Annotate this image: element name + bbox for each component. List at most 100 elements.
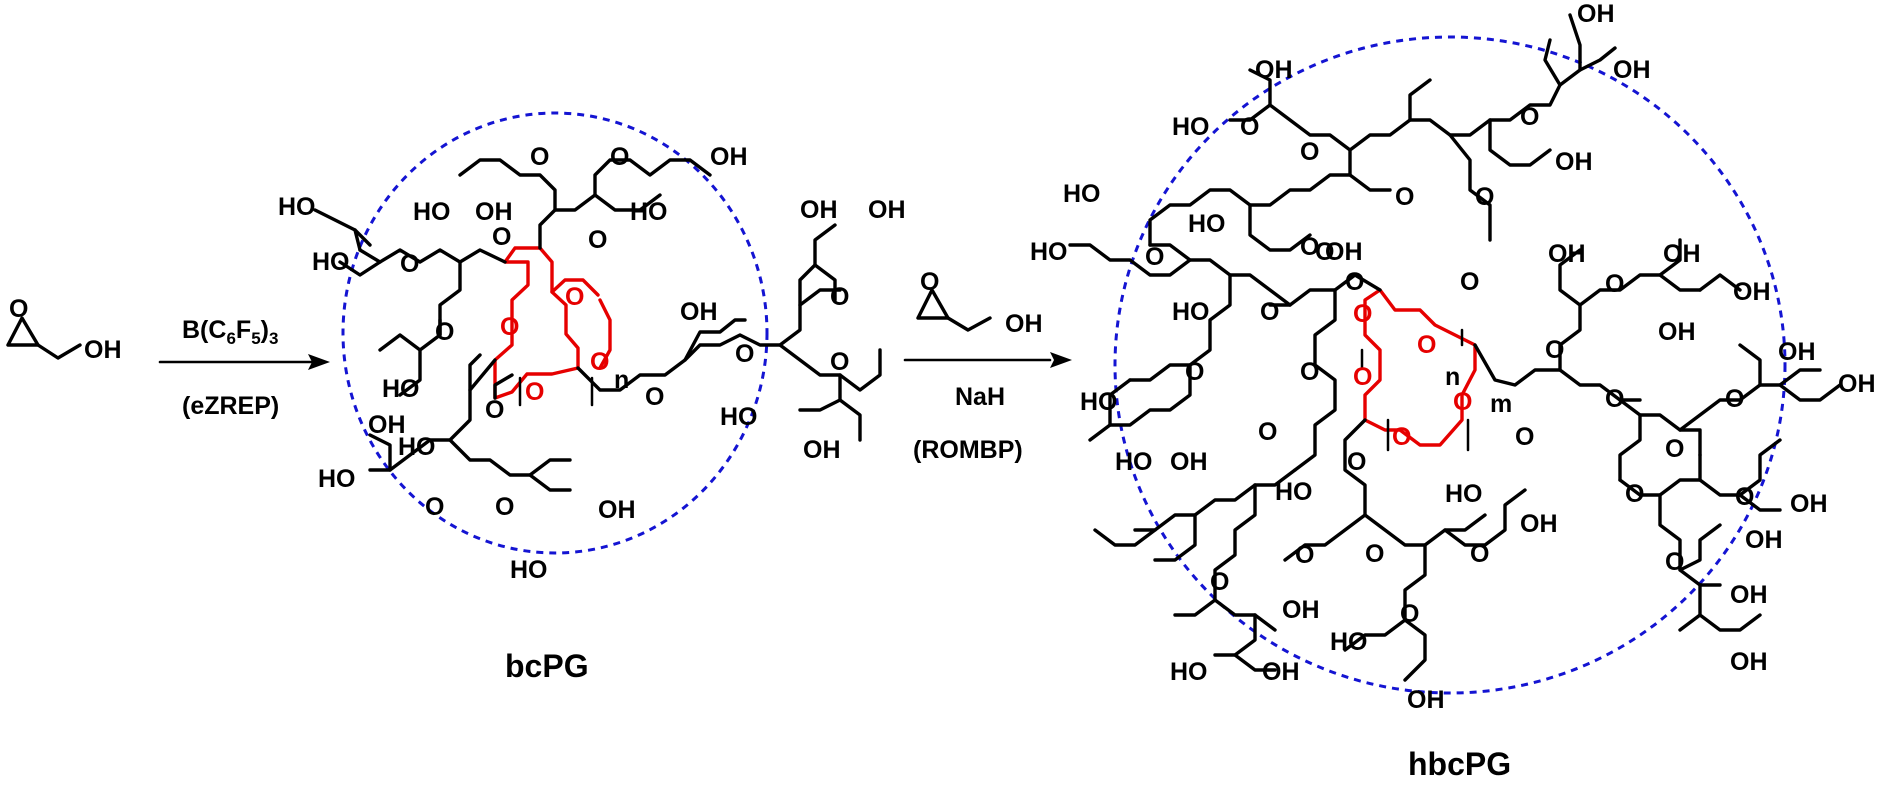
hbcpg-oh-label: OH xyxy=(1170,448,1208,476)
hbcpg-o-label: O xyxy=(1315,238,1334,266)
hbcpg-ho-label: HO xyxy=(1188,210,1226,238)
bcpg-o-label: O xyxy=(485,396,504,424)
base-label: NaH xyxy=(955,383,1005,411)
hbcpg-ho-label: HO xyxy=(1172,113,1210,141)
hbcpg-dashed-circle xyxy=(1113,35,1787,695)
bcpg-ho-label: HO xyxy=(630,198,668,226)
hbcpg-oh-label: OH xyxy=(1548,240,1586,268)
hbcpg-o-label: O xyxy=(1258,418,1277,446)
bcpg-o-label: O xyxy=(735,340,754,368)
hbcpg-o-label: O xyxy=(1300,233,1319,261)
hbcpg-o-label: O xyxy=(1470,540,1489,568)
bcpg-oh-label: OH xyxy=(475,198,513,226)
bcpg-oh-label: OH xyxy=(710,143,748,171)
hbcpg-o-label: O xyxy=(1145,243,1164,271)
hbcpg-core-o-label: O xyxy=(1392,423,1411,451)
hbcpg-o-label: O xyxy=(1300,138,1319,166)
hbcpg-ho-label: HO xyxy=(1115,448,1153,476)
bcpg-ho-label: HO xyxy=(382,375,420,403)
hbcpg-core-ring xyxy=(1363,288,1477,447)
hbcpg-name: hbcPG xyxy=(1408,746,1511,781)
hbcpg-o-label: O xyxy=(1475,183,1494,211)
hbcpg-ho-label: HO xyxy=(1170,658,1208,686)
hbcpg-ho-label: HO xyxy=(1330,628,1368,656)
hbcpg-core-o-label: O xyxy=(1353,300,1372,328)
hbcpg-oh-label: OH xyxy=(1658,318,1696,346)
hbcpg-ho-label: HO xyxy=(1080,388,1118,416)
hbcpg-o-label: O xyxy=(1625,480,1644,508)
monomer-oh-label: OH xyxy=(84,336,122,364)
bcpg-oh-label: OH xyxy=(800,196,838,224)
hbcpg-oh-label: OH xyxy=(1520,510,1558,538)
hbcpg-core-o-label: O xyxy=(1417,331,1436,359)
hbcpg-ho-label: HO xyxy=(1275,478,1313,506)
bcpg-oh-label: OH xyxy=(803,436,841,464)
bcpg-ho-label: HO xyxy=(720,403,758,431)
hbcpg-o-labels: O O O O O O O O O O O O O O O O O O O O … xyxy=(1145,103,1754,628)
hbcpg-o-label: O xyxy=(1185,358,1204,386)
bcpg-o-label: O xyxy=(530,143,549,171)
hbcpg-oh-label: OH xyxy=(1613,56,1651,84)
hbcpg-oh-label: OH xyxy=(1778,338,1816,366)
hbcpg-ho-label: HO xyxy=(1445,480,1483,508)
bcpg-o-label: O xyxy=(492,223,511,251)
hbcpg-oh-label: OH xyxy=(1745,526,1783,554)
hbcpg-o-label: O xyxy=(1665,435,1684,463)
bcpg-ho-label: HO xyxy=(318,465,356,493)
bcpg-core-o-label: O xyxy=(525,378,544,406)
hbcpg-structure: n m xyxy=(1030,0,1876,782)
step1-condition-label: (eZREP) xyxy=(182,392,279,420)
hbcpg-o-label: O xyxy=(1347,448,1366,476)
hbcpg-o-label: O xyxy=(1515,423,1534,451)
bcpg-dashed-circle xyxy=(341,111,769,555)
hbcpg-o-label: O xyxy=(1345,268,1364,296)
hbcpg-oh-label: OH xyxy=(1255,56,1293,84)
hbcpg-o-label: O xyxy=(1735,483,1754,511)
catalyst-label: B(C6F5)3 xyxy=(182,316,278,348)
hbcpg-o-label: O xyxy=(1605,270,1624,298)
bcpg-o-label: O xyxy=(400,250,419,278)
hbcpg-ho-label: HO xyxy=(1030,238,1068,266)
hbcpg-o-label: O xyxy=(1545,336,1564,364)
bcpg-o-label: O xyxy=(830,283,849,311)
bcpg-o-label: O xyxy=(588,226,607,254)
hbcpg-oh-label: OH xyxy=(1407,686,1445,714)
hbcpg-o-label: O xyxy=(1395,183,1414,211)
reagent-oh-label: OH xyxy=(1005,310,1043,338)
bcpg-ho-label: HO xyxy=(278,193,316,221)
hbcpg-oh-label: OH xyxy=(1730,581,1768,609)
hbcpg-ho-label: HO xyxy=(1063,180,1101,208)
hbcpg-o-label: O xyxy=(1725,385,1744,413)
hbcpg-o-label: O xyxy=(1605,385,1624,413)
hbcpg-oh-label: OH xyxy=(1282,596,1320,624)
glycidol-monomer: O OH xyxy=(6,295,122,364)
bcpg-o-label: O xyxy=(830,348,849,376)
glycidol-o-label: O xyxy=(920,268,939,296)
bcpg-core-o-label: O xyxy=(565,283,584,311)
epoxide-o-label: O xyxy=(9,295,28,323)
hbcpg-o-label: O xyxy=(1300,358,1319,386)
bcpg-core-o-label: O xyxy=(590,348,609,376)
hbcpg-oh-label: OH xyxy=(1838,370,1876,398)
hbcpg-o-label: O xyxy=(1295,541,1314,569)
hbcpg-ho-label: HO xyxy=(1172,298,1210,326)
bcpg-ho-label: HO xyxy=(398,433,436,461)
hbcpg-oh-label: OH xyxy=(1325,238,1363,266)
hbcpg-oh-label: OH xyxy=(1555,148,1593,176)
hbcpg-oh-label: OH xyxy=(1790,490,1828,518)
bcpg-core-ring xyxy=(493,246,580,400)
hbcpg-o-label: O xyxy=(1240,113,1259,141)
reaction-arrow-1: B(C6F5)3 (eZREP) xyxy=(158,316,330,420)
step2-condition-label: (ROMBP) xyxy=(913,436,1023,464)
hbcpg-repeat-n: n xyxy=(1445,363,1460,391)
bcpg-oh-label: OH xyxy=(680,298,718,326)
bcpg-o-labels: O O O O O O O O O O O O O O O O O xyxy=(400,143,849,521)
bcpg-hydroxyl-labels: HO HO HO OH OH HO HO HO OH HO OH HO OH O… xyxy=(278,143,906,584)
hbcpg-o-label: O xyxy=(1665,548,1684,576)
bcpg-ho-label: HO xyxy=(413,198,451,226)
hbcpg-oh-label: OH xyxy=(1577,0,1615,28)
hbcpg-oh-label: OH xyxy=(1663,240,1701,268)
hbcpg-o-label: O xyxy=(1260,298,1279,326)
bcpg-structure: n O O O O O O O O xyxy=(278,111,906,684)
